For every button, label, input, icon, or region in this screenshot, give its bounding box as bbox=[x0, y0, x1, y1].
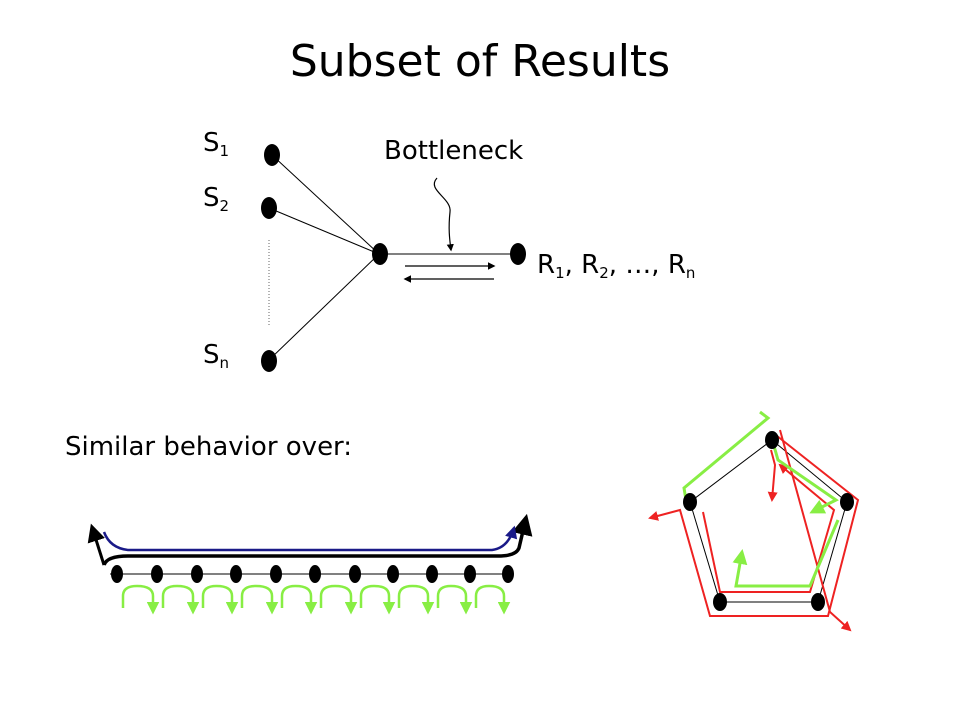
ring-topology bbox=[648, 410, 860, 632]
sender-node-n bbox=[261, 350, 277, 372]
green-flow-right bbox=[768, 431, 839, 514]
sender-n-label: Sn bbox=[203, 340, 230, 372]
red-flow-outer bbox=[648, 431, 860, 617]
red-flow-drop bbox=[767, 449, 778, 502]
ring-links bbox=[689, 439, 848, 603]
receivers-label: R1, R2, …, Rn bbox=[537, 250, 696, 282]
dumbbell-topology bbox=[261, 144, 526, 372]
router-right bbox=[510, 243, 526, 265]
link-sn bbox=[268, 253, 380, 361]
chain-node bbox=[309, 565, 321, 583]
chain-node bbox=[191, 565, 203, 583]
sender-1-label: S1 bbox=[203, 128, 230, 160]
sender-node-1 bbox=[264, 144, 280, 166]
chain-topology bbox=[87, 513, 533, 615]
single-hop-flows bbox=[121, 584, 511, 615]
long-flow-start bbox=[87, 523, 106, 566]
chain-node bbox=[349, 565, 361, 583]
ring-node-left bbox=[683, 493, 697, 511]
chain-node bbox=[151, 565, 163, 583]
red-flow-exit bbox=[779, 429, 852, 632]
reverse-flow-arrow bbox=[102, 525, 518, 552]
chain-node bbox=[464, 565, 476, 583]
similar-behavior-caption: Similar behavior over: bbox=[65, 432, 353, 462]
chain-node bbox=[502, 565, 514, 583]
green-flow-bottom bbox=[732, 519, 840, 588]
slide-title: Subset of Results bbox=[289, 36, 671, 87]
ring-node-bottom-left bbox=[713, 593, 727, 611]
bottleneck-label: Bottleneck bbox=[384, 136, 524, 166]
long-flow-arrow bbox=[102, 513, 533, 566]
ring-node-top bbox=[765, 431, 779, 449]
chain-nodes bbox=[111, 565, 514, 583]
single-hop-flow-arrow bbox=[397, 584, 435, 615]
single-hop-flow-arrow bbox=[436, 584, 473, 615]
ring-node-right bbox=[840, 493, 854, 511]
single-hop-flow-arrow bbox=[359, 584, 396, 615]
single-hop-flow-arrow bbox=[161, 584, 200, 615]
single-hop-flow-arrow bbox=[319, 584, 358, 615]
link-s1 bbox=[271, 154, 380, 255]
green-flow-left bbox=[682, 410, 771, 501]
single-hop-flow-arrow bbox=[121, 584, 160, 615]
sender-2-label: S2 bbox=[203, 183, 230, 215]
chain-node bbox=[387, 565, 399, 583]
chain-node bbox=[270, 565, 282, 583]
single-hop-flow-arrow bbox=[240, 584, 279, 615]
ring-node-bottom-right bbox=[811, 593, 825, 611]
single-hop-flow-arrow bbox=[201, 584, 239, 615]
link-s2 bbox=[268, 207, 380, 255]
chain-node bbox=[426, 565, 438, 583]
chain-node bbox=[230, 565, 242, 583]
single-hop-flow-arrow bbox=[280, 584, 318, 615]
single-hop-flow-arrow bbox=[474, 584, 511, 615]
sender-node-2 bbox=[261, 197, 277, 219]
bottleneck-pointer bbox=[433, 177, 454, 252]
router-left bbox=[372, 243, 388, 265]
red-flow-inner bbox=[702, 463, 836, 593]
chain-node bbox=[111, 565, 123, 583]
